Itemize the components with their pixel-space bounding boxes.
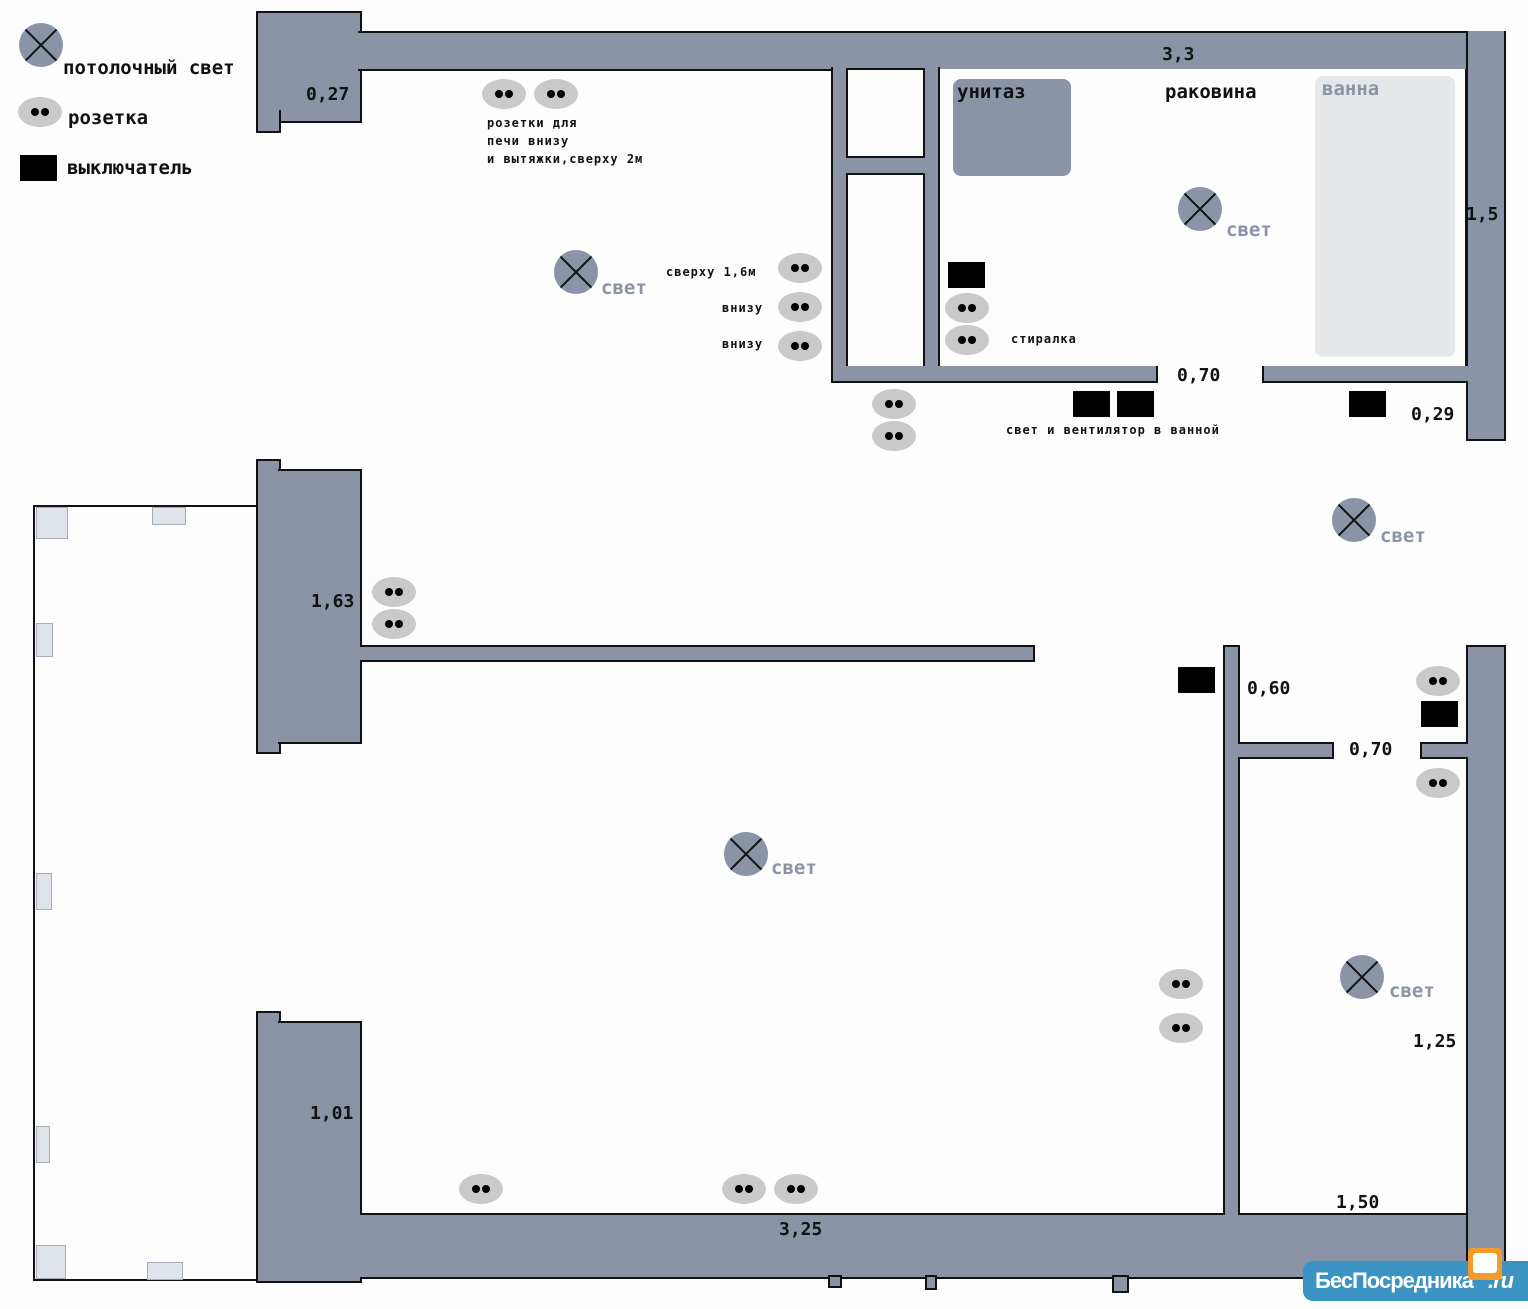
dim: 1,25 (1413, 1031, 1457, 1052)
wall (925, 1275, 937, 1290)
note: внизу (722, 337, 764, 351)
legend-light-icon (19, 23, 63, 67)
legend-switch-icon (20, 155, 57, 181)
switch-icon (1117, 391, 1154, 417)
wall (278, 1021, 362, 1283)
dim: 0,27 (306, 84, 350, 105)
mascot-icon (1468, 1248, 1502, 1280)
wall (1262, 366, 1468, 383)
note: внизу (722, 301, 764, 315)
dim: 1,01 (310, 1103, 354, 1124)
switch-icon (1421, 701, 1458, 727)
sink-label: раковина (1165, 81, 1257, 103)
ceiling-light-icon (1332, 498, 1376, 542)
outlet-icon (1159, 969, 1203, 999)
wall (1466, 31, 1506, 441)
note: сверху 1,6м (666, 265, 757, 279)
dim: 1,5 (1466, 204, 1499, 225)
wall (256, 11, 362, 123)
window-post (36, 623, 53, 657)
dim: 0,70 (1177, 365, 1221, 386)
note: свет и вентилятор в ванной (1006, 423, 1220, 437)
window-post (147, 1262, 183, 1280)
ceiling-light-icon (1340, 955, 1384, 999)
wall (256, 110, 281, 133)
note: и вытяжки,сверху 2м (487, 152, 644, 166)
dim: 0,29 (1411, 404, 1455, 425)
outlet-icon (482, 79, 526, 109)
closet (846, 173, 925, 368)
legend-outlet-icon (18, 97, 62, 127)
dim: 0,70 (1349, 739, 1393, 760)
outlet-icon (872, 421, 916, 451)
outlet-icon (778, 331, 822, 361)
outlet-icon (778, 292, 822, 322)
outlet-icon (945, 293, 989, 323)
bathtub (1315, 76, 1455, 357)
wall (828, 1275, 842, 1288)
light-label: свет (1389, 980, 1435, 1002)
switch-icon (1073, 391, 1110, 417)
outlet-icon (1416, 768, 1460, 798)
switch-icon (948, 262, 985, 288)
window-post (36, 1245, 66, 1279)
window-post (36, 507, 68, 539)
wall (256, 459, 281, 754)
wall (1466, 645, 1506, 1279)
ceiling-light-icon (1178, 187, 1222, 231)
wall (1223, 645, 1240, 1215)
toilet-label: унитаз (957, 81, 1026, 103)
light-label: свет (601, 277, 647, 299)
outlet-icon (872, 389, 916, 419)
wall (256, 1011, 281, 1283)
dim: 1,50 (1336, 1192, 1380, 1213)
dim: 3,3 (1162, 44, 1195, 65)
legend-light-label: потолочный свет (63, 57, 235, 79)
logo-text: БесПосредника (1315, 1268, 1474, 1293)
balcony (33, 505, 258, 1281)
window-post (36, 1126, 50, 1163)
wall (360, 645, 1035, 662)
toilet (953, 79, 1071, 176)
dim: 0,60 (1247, 678, 1291, 699)
outlet-icon (534, 79, 578, 109)
window-post (152, 507, 186, 525)
closet (846, 68, 925, 158)
legend-outlet-label: розетка (68, 107, 149, 129)
ceiling-light-icon (724, 832, 768, 876)
legend-switch-label: выключатель (67, 157, 193, 179)
outlet-icon (945, 325, 989, 355)
ceiling-light-icon (554, 250, 598, 294)
outlet-icon (372, 577, 416, 607)
switch-icon (1178, 667, 1215, 693)
outlet-icon (459, 1174, 503, 1204)
note: розетки для (487, 116, 578, 130)
window-post (36, 873, 52, 910)
outlet-icon (722, 1174, 766, 1204)
wall (1420, 742, 1468, 759)
light-label: свет (771, 857, 817, 879)
wall (831, 366, 1158, 383)
light-label: свет (1380, 525, 1426, 547)
outlet-icon (1416, 666, 1460, 696)
wall (1112, 1275, 1129, 1293)
outlet-icon (1159, 1013, 1203, 1043)
wall (278, 469, 362, 744)
outlet-icon (774, 1174, 818, 1204)
outlet-icon (372, 609, 416, 639)
outlet-icon (778, 253, 822, 283)
washer-label: стиралка (1011, 332, 1077, 346)
light-label: свет (1226, 219, 1272, 241)
switch-icon (1349, 391, 1386, 417)
wall (358, 31, 1506, 71)
dim: 3,25 (779, 1219, 823, 1240)
dim: 1,63 (311, 591, 355, 612)
wall (1238, 742, 1334, 759)
bath-label: ванна (1322, 78, 1380, 100)
note: печи внизу (487, 134, 570, 148)
